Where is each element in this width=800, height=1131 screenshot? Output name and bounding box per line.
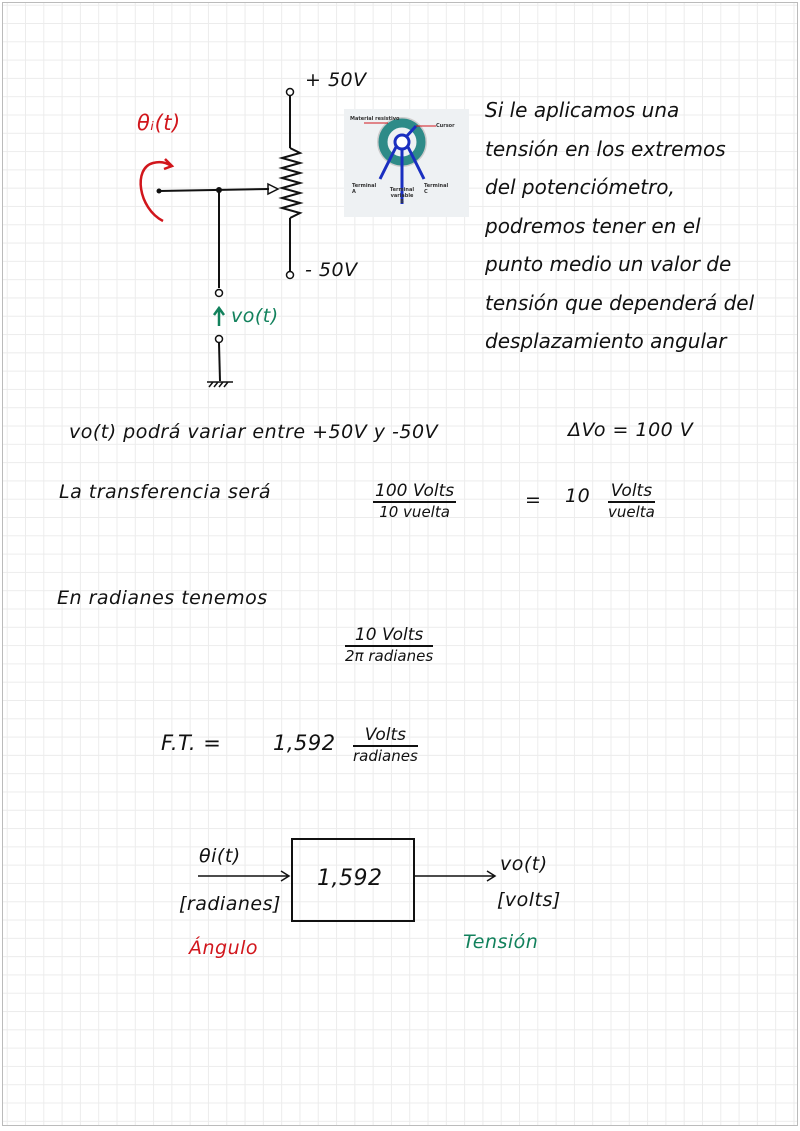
bottom-voltage-label: - 50V [305,259,358,281]
fraction-denominator: 2π radianes [345,647,434,665]
block-input-unit: [radianes] [179,893,281,915]
transfer-fraction-1: 100 Volts 10 vuelta [373,481,457,521]
circuit-drawing [139,87,497,882]
rotation-arrow-icon [139,160,172,223]
paragraph-line: punto medio un valor de [485,252,732,276]
voltage-arrow-icon [212,305,226,326]
top-terminal [285,87,295,97]
input-arrow [198,870,291,882]
delta-voltage: ΔVo = 100 V [568,419,694,441]
paragraph-line: del potenciómetro, [485,175,675,199]
transfer-label: La transferencia será [59,481,271,503]
paragraph-line: podremos tener en el [485,213,701,238]
radians-fraction: 10 Volts 2π radianes [345,625,434,665]
pot-cursor-label: Cursor [436,123,455,129]
top-voltage-label: + 50V [305,69,367,91]
fraction-denominator: radianes [353,747,418,765]
pot-terminal-a-label: Terminal A [352,183,377,195]
fraction-denominator: 10 vuelta [379,503,450,521]
pot-material-label: Material resistivo [350,116,400,122]
transfer-value: 10 [565,485,591,507]
input-angle-label: θᵢ(t) [137,111,181,135]
paragraph-line: tensión en los extremos [485,136,726,161]
block-output-name: Tensión [463,931,539,953]
resistor-zigzag [278,147,304,219]
wiper-arrow [267,182,280,196]
block-gain: 1,592 [317,866,383,891]
range-statement: vo(t) podrá variar entre +50V y -50V [69,421,439,443]
fraction-numerator: 100 Volts [373,481,457,503]
fraction-numerator: Volts [353,725,418,747]
explanation-paragraph: Si le aplicamos una tensión en los extre… [485,91,754,361]
fraction-denominator: vuelta [608,503,655,521]
transfer-fraction-2: Volts vuelta [608,481,655,521]
fraction-numerator: Volts [608,481,655,503]
equals-sign: = [525,489,542,511]
output-voltage-label: vo(t) [231,305,279,327]
block-output-unit: [volts] [497,889,561,911]
pot-terminal-b-label: Terminal variable B [389,187,415,205]
output-arrow [413,870,497,882]
paragraph-line: tensión que dependerá del [485,290,755,315]
block-input-label: θi(t) [199,845,241,867]
potentiometer-image: Material resistivo Cursor Terminal A Ter… [344,109,469,217]
block-output-label: vo(t) [500,853,548,875]
fraction-numerator: 10 Volts [345,625,434,647]
radians-label: En radianes tenemos [57,587,268,609]
ft-value: 1,592 [273,731,336,755]
paragraph-line: desplazamiento angular [485,329,727,353]
block-input-name: Ángulo [189,937,259,959]
pot-terminal-c-label: Terminal C [424,183,449,195]
ground-icon [207,381,233,388]
ft-fraction: Volts radianes [353,725,418,765]
bottom-terminal [285,270,295,280]
paragraph-line: Si le aplicamos una [485,98,680,122]
ft-label: F.T. = [161,731,222,755]
transfer-block: 1,592 [291,838,415,922]
